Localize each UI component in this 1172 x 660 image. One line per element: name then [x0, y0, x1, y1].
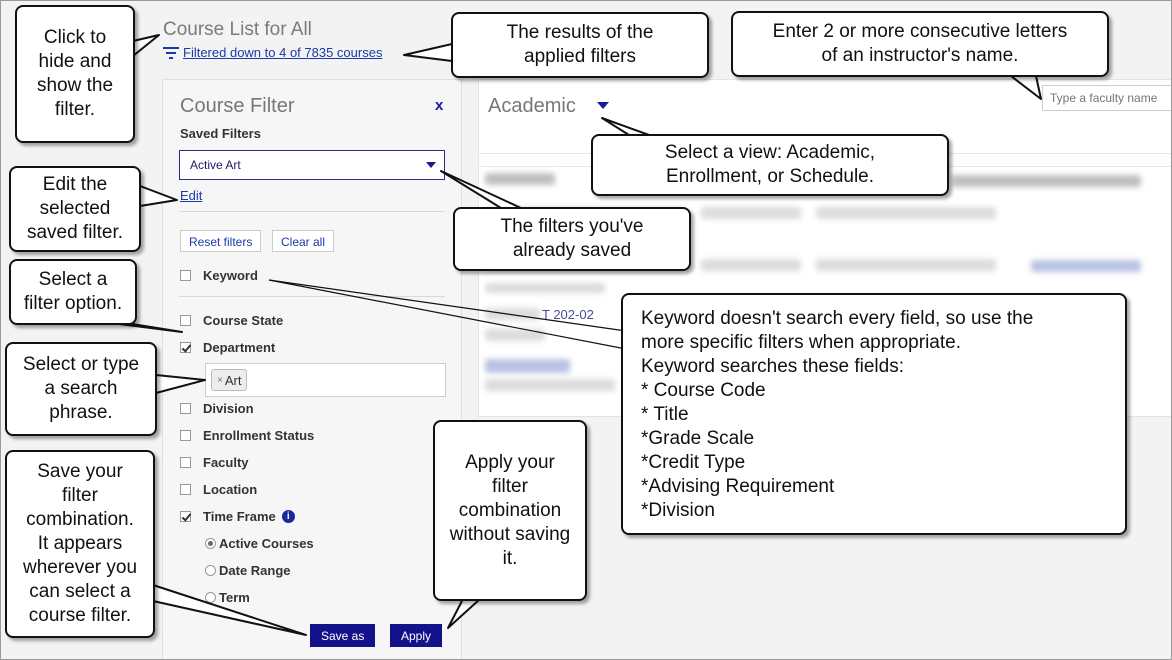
active-courses-radio-option[interactable]: Active Courses: [205, 536, 314, 551]
callout-apply: Apply your filter combination without sa…: [433, 420, 587, 601]
saved-filters-select[interactable]: Active Art: [179, 150, 445, 180]
active-courses-label: Active Courses: [219, 536, 314, 551]
department-search-input[interactable]: × Art: [205, 363, 446, 397]
callout-view: Select a view: Academic, Enrollment, or …: [591, 134, 949, 196]
filter-toggle-link[interactable]: Filtered down to 4 of 7835 courses: [163, 45, 382, 60]
faculty-search-input[interactable]: [1042, 85, 1171, 111]
blurred-cell: [485, 283, 605, 293]
time-frame-label: Time Frame: [203, 509, 276, 524]
faculty-label: Faculty: [203, 455, 249, 470]
division-label: Division: [203, 401, 254, 416]
blurred-cell: [816, 259, 996, 271]
blurred-link: [485, 359, 570, 373]
blurred-cell: [701, 259, 801, 271]
callout-keyword: Keyword doesn't search every field, so u…: [621, 293, 1127, 535]
callout-hide-show: Click to hide and show the filter.: [15, 5, 135, 143]
divider: [179, 296, 445, 297]
enrollment-status-label: Enrollment Status: [203, 428, 315, 443]
time-frame-option[interactable]: Time Frame i: [180, 509, 295, 524]
view-dropdown-caret-icon[interactable]: [597, 102, 609, 109]
chevron-down-icon: [426, 162, 436, 168]
blurred-cell: [701, 207, 801, 219]
blurred-header-cell: [485, 173, 555, 185]
date-range-label: Date Range: [219, 563, 291, 578]
department-tag: × Art: [211, 369, 248, 391]
division-checkbox[interactable]: [180, 403, 191, 414]
location-checkbox[interactable]: [180, 484, 191, 495]
remove-tag-icon[interactable]: ×: [217, 374, 223, 386]
callout-save: Save your filter combination. It appears…: [5, 450, 155, 638]
course-code-fragment: T 202-02: [542, 307, 594, 322]
department-checkbox[interactable]: [180, 342, 191, 353]
blurred-cell: [816, 207, 996, 219]
course-state-option[interactable]: Course State: [180, 313, 283, 328]
view-selector-label[interactable]: Academic: [488, 95, 576, 117]
pointer-hide-show: [132, 34, 160, 57]
enrollment-status-option[interactable]: Enrollment Status: [180, 428, 314, 443]
clear-all-button[interactable]: Clear all: [272, 230, 335, 252]
time-frame-checkbox[interactable]: [180, 511, 191, 522]
saved-filters-label: Saved Filters: [180, 126, 261, 141]
panel-title: Course Filter: [180, 95, 295, 117]
reset-filters-button[interactable]: Reset filters: [180, 230, 262, 252]
callout-results: The results of the applied filters: [451, 12, 709, 78]
pointer-results: [403, 43, 453, 62]
callout-edit: Edit the selected saved filter.: [9, 166, 141, 252]
course-state-label: Course State: [203, 313, 284, 328]
enrollment-status-checkbox[interactable]: [180, 430, 191, 441]
department-option[interactable]: Department: [180, 340, 275, 355]
faculty-checkbox[interactable]: [180, 457, 191, 468]
saved-filter-value: Active Art: [190, 158, 241, 172]
close-icon[interactable]: x: [435, 97, 444, 114]
term-radio-option[interactable]: Term: [205, 590, 250, 605]
callout-option: Select a filter option.: [9, 259, 137, 325]
callout-instructor: Enter 2 or more consecutive letters of a…: [731, 11, 1109, 77]
course-state-checkbox[interactable]: [180, 315, 191, 326]
course-filter-panel: Course Filter x Saved Filters Active Art…: [162, 79, 462, 659]
division-option[interactable]: Division: [180, 401, 254, 416]
callout-saved: The filters you've already saved: [453, 207, 691, 271]
blurred-cell: [485, 308, 540, 320]
divider: [179, 211, 445, 212]
blurred-header-cell: [951, 175, 1141, 187]
date-range-radio-option[interactable]: Date Range: [205, 563, 291, 578]
filter-icon[interactable]: [163, 46, 179, 60]
save-as-button[interactable]: Save as: [310, 624, 376, 647]
term-radio[interactable]: [205, 592, 216, 603]
date-range-radio[interactable]: [205, 565, 216, 576]
filtered-count-text[interactable]: Filtered down to 4 of 7835 courses: [183, 45, 383, 60]
info-icon[interactable]: i: [281, 510, 295, 523]
edit-saved-filter-link[interactable]: Edit: [180, 188, 203, 203]
department-tag-label: Art: [224, 372, 242, 388]
blurred-cell: [485, 379, 615, 391]
department-label: Department: [203, 340, 276, 355]
keyword-label: Keyword: [203, 268, 258, 283]
location-label: Location: [203, 482, 258, 497]
keyword-checkbox[interactable]: [180, 270, 191, 281]
term-label: Term: [219, 590, 250, 605]
keyword-option[interactable]: Keyword: [180, 268, 258, 283]
apply-button[interactable]: Apply: [390, 624, 443, 647]
page-title: Course List for All: [163, 19, 312, 40]
blurred-link: [1031, 260, 1141, 272]
faculty-option[interactable]: Faculty: [180, 455, 249, 470]
location-option[interactable]: Location: [180, 482, 257, 497]
callout-search: Select or type a search phrase.: [5, 342, 157, 436]
blurred-cell: [485, 329, 545, 341]
active-courses-radio[interactable]: [205, 538, 216, 549]
